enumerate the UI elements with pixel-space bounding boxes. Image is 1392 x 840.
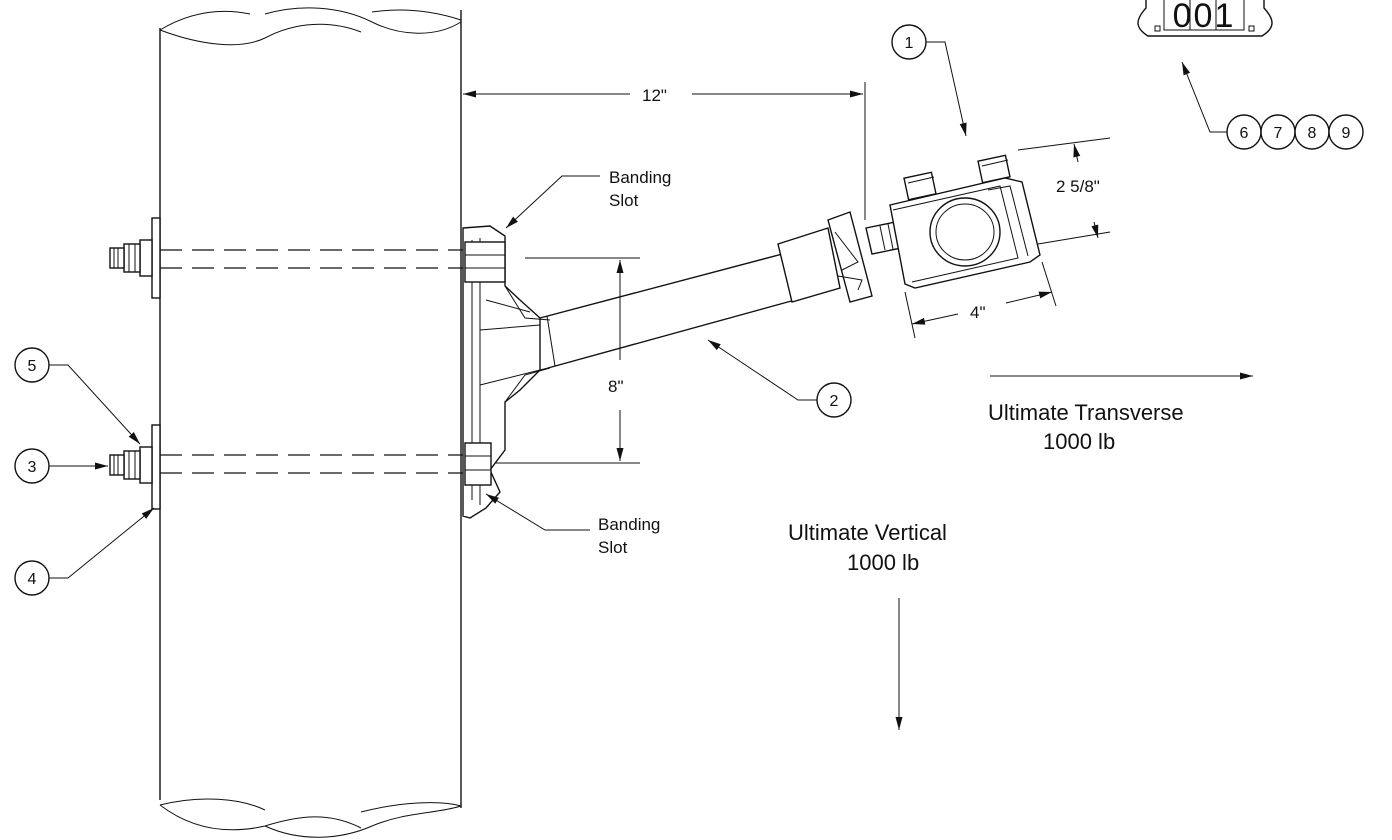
- callout-6-label: 6: [1240, 125, 1249, 142]
- callout-2: 2: [707, 339, 852, 418]
- dimension-4-inch: 4": [904, 261, 1057, 339]
- bracket-base: [462, 225, 551, 519]
- dimension-12-label: 12": [642, 86, 667, 105]
- dimension-8-inch: 8": [495, 257, 640, 464]
- banding-slot-bottom-line1: Banding: [598, 515, 660, 534]
- callout-4-label: 4: [28, 571, 37, 588]
- number-tag-label: 001: [1173, 0, 1236, 35]
- callout-3: 3: [14, 448, 108, 484]
- callout-4: 4: [14, 507, 155, 596]
- banding-slot-top-note: Banding Slot: [505, 168, 671, 229]
- insulator-clamp: [889, 154, 1041, 289]
- utility-pole: [159, 7, 462, 838]
- transverse-load-line2: 1000 lb: [1043, 429, 1115, 454]
- through-bolt-top: [109, 217, 470, 299]
- callout-8-label: 8: [1308, 125, 1317, 142]
- callout-7-label: 7: [1274, 125, 1283, 142]
- vertical-load-line2: 1000 lb: [847, 550, 919, 575]
- dimension-12-inch: 12": [463, 82, 866, 220]
- callout-1-label: 1: [905, 35, 914, 52]
- banding-slot-top-line2: Slot: [609, 191, 639, 210]
- callout-5-label: 5: [28, 358, 37, 375]
- callout-8: 8: [1294, 114, 1330, 150]
- dimension-2-5-8-inch: 2 5/8": [1017, 137, 1111, 245]
- vertical-load-note: Ultimate Vertical 1000 lb: [788, 520, 947, 730]
- callout-5: 5: [14, 347, 141, 445]
- callout-9: 9: [1328, 114, 1364, 150]
- callout-2-label: 2: [830, 393, 839, 410]
- banding-slot-top-line1: Banding: [609, 168, 671, 187]
- dimension-4-label: 4": [970, 303, 986, 322]
- callout-3-label: 3: [28, 459, 37, 476]
- callout-7: 7: [1260, 114, 1296, 150]
- vertical-load-line1: Ultimate Vertical: [788, 520, 947, 545]
- callout-9-label: 9: [1342, 125, 1351, 142]
- banding-slot-bottom-line2: Slot: [598, 538, 628, 557]
- transverse-load-note: Ultimate Transverse 1000 lb: [988, 372, 1253, 454]
- callout-1: 1: [891, 24, 967, 137]
- through-bolt-bottom: [109, 424, 470, 510]
- banding-slot-bottom-note: Banding Slot: [485, 493, 660, 557]
- number-tag: 001: [1137, 0, 1273, 37]
- dimension-2-5-8-label: 2 5/8": [1056, 177, 1100, 196]
- bracket-arm: [539, 211, 941, 369]
- callout-6: 6: [1181, 61, 1262, 150]
- dimension-8-label: 8": [608, 377, 624, 396]
- transverse-load-line1: Ultimate Transverse: [988, 400, 1184, 425]
